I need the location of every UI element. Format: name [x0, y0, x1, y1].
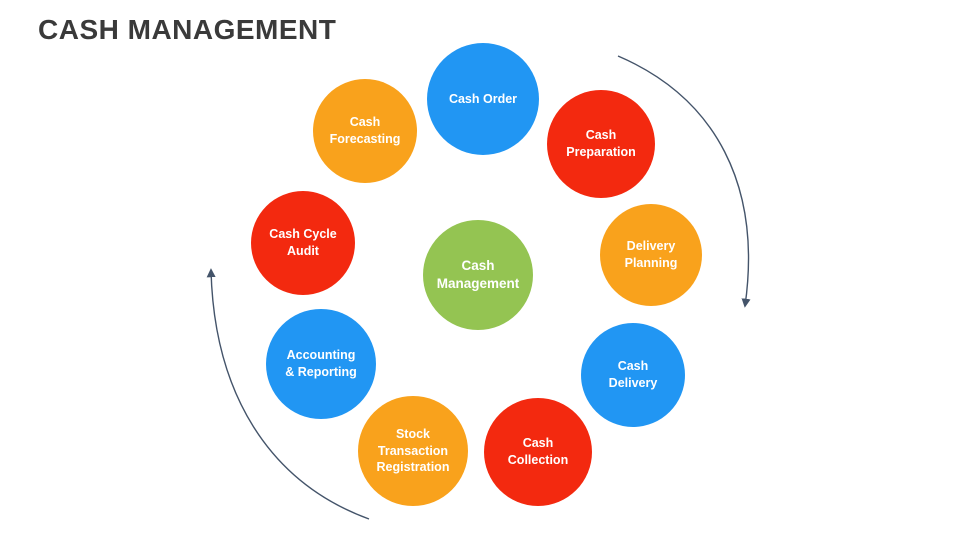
node-delivery-planning: Delivery Planning — [600, 204, 702, 306]
node-cash-forecasting: Cash Forecasting — [313, 79, 417, 183]
slide-title: CASH MANAGEMENT — [38, 14, 337, 45]
node-cash-collection: Cash Collection — [484, 398, 592, 506]
node-cash-cycle-audit: Cash Cycle Audit — [251, 191, 355, 295]
node-label: Cash Forecasting — [329, 115, 401, 146]
node-label: Cash Delivery — [608, 359, 658, 390]
node-label: Cash Preparation — [566, 128, 636, 159]
node-label: Cash Order — [448, 91, 518, 106]
node-accounting-reporting: Accounting & Reporting — [266, 309, 376, 419]
node-stock-transaction-registration: Stock Transaction Registration — [358, 396, 468, 506]
node-cash-delivery: Cash Delivery — [581, 323, 685, 427]
node-label: Cash Collection — [507, 436, 569, 467]
node-cash-preparation: Cash Preparation — [547, 90, 655, 198]
node-cash-order: Cash Order — [427, 43, 539, 155]
node-label: Accounting & Reporting — [285, 348, 357, 379]
node-label: Stock Transaction Registration — [376, 426, 450, 475]
node-label: Cash Management — [436, 257, 520, 291]
node-label: Delivery Planning — [624, 239, 678, 270]
node-cash-management: Cash Management — [423, 220, 533, 330]
node-label: Cash Cycle Audit — [269, 227, 337, 258]
